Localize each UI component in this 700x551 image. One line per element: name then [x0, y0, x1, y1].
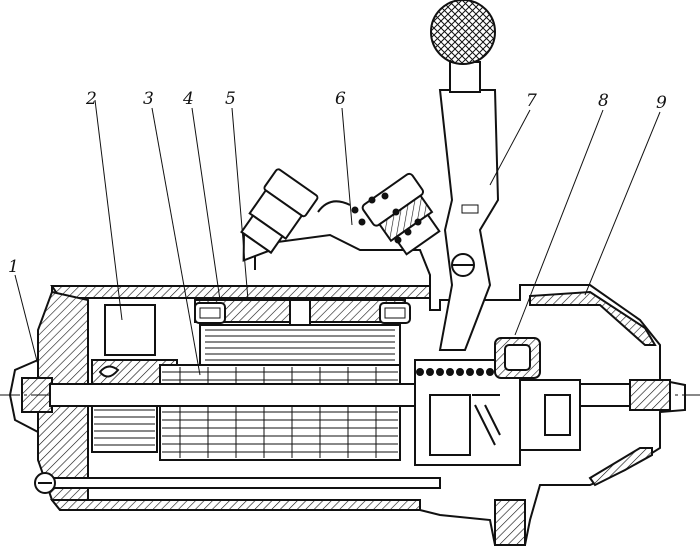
callout-6: 6 [335, 89, 346, 109]
callout-5: 5 [225, 89, 236, 109]
field-coils [194, 299, 411, 326]
armature [159, 299, 406, 461]
callout-8: 8 [598, 91, 609, 111]
callout-9: 9 [656, 93, 667, 113]
shift-lever [430, 0, 500, 351]
callout-1: 1 [8, 257, 19, 277]
callout-2: 2 [85, 89, 97, 109]
callout-3: 3 [143, 89, 154, 109]
callout-7: 7 [526, 91, 537, 111]
terminals [240, 168, 441, 290]
callout-4: 4 [182, 89, 194, 109]
leader-lines [14, 99, 661, 376]
housing [49, 284, 686, 546]
through-bolt [34, 472, 441, 494]
callouts: 1 2 3 4 5 6 7 8 9 [8, 89, 667, 277]
drive-assembly [414, 337, 581, 466]
